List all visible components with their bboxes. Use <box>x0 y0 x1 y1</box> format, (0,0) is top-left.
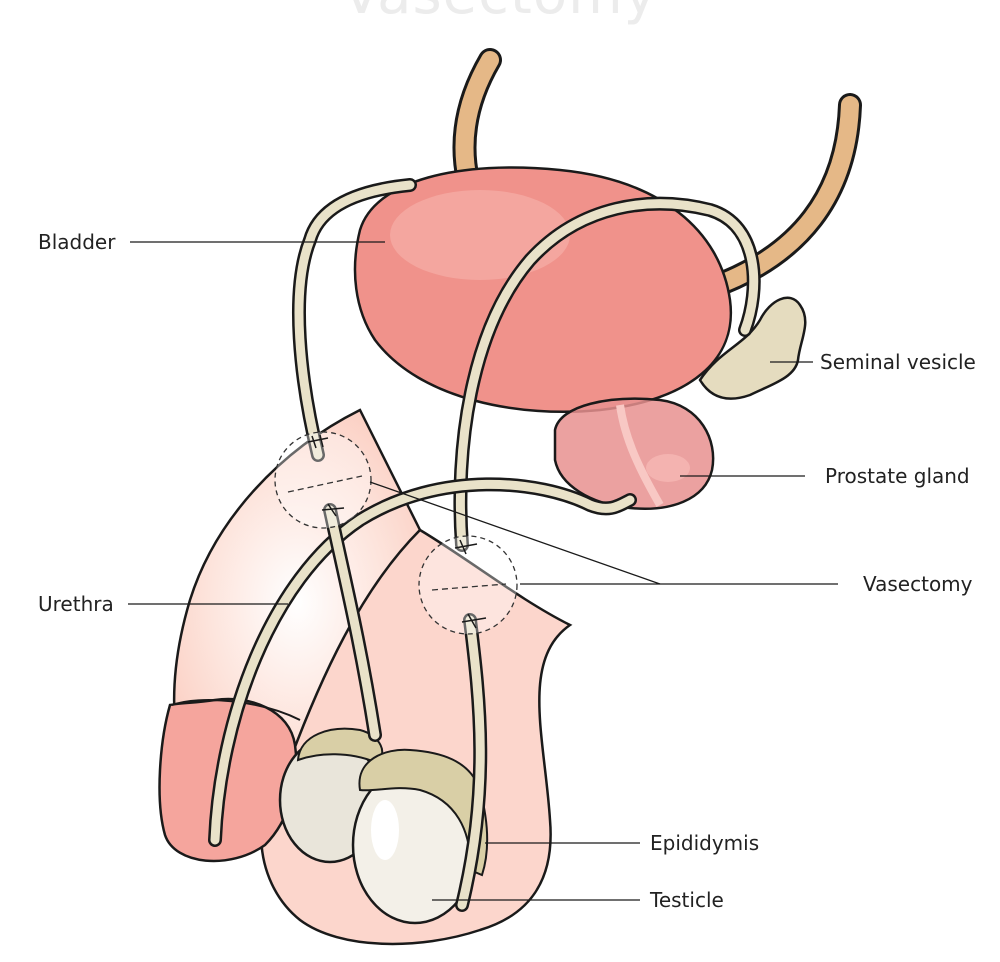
leader-lines <box>128 241 838 901</box>
label-seminal-vesicle: Seminal vesicle <box>820 350 976 374</box>
label-testicle: Testicle <box>650 888 724 912</box>
label-bladder: Bladder <box>38 230 116 254</box>
label-epididymis: Epididymis <box>650 831 760 855</box>
right-epididymis <box>358 748 489 877</box>
label-prostate-gland: Prostate gland <box>825 464 970 488</box>
vas-deferens <box>208 178 761 912</box>
suture-marks <box>307 434 487 629</box>
left-epididymis <box>296 727 384 764</box>
diagram-title: Vasectomy <box>0 0 1000 27</box>
vasectomy-site-lower <box>418 535 518 635</box>
label-urethra: Urethra <box>38 592 114 616</box>
vasectomy-site-upper <box>274 431 372 529</box>
label-vasectomy: Vasectomy <box>863 572 973 596</box>
